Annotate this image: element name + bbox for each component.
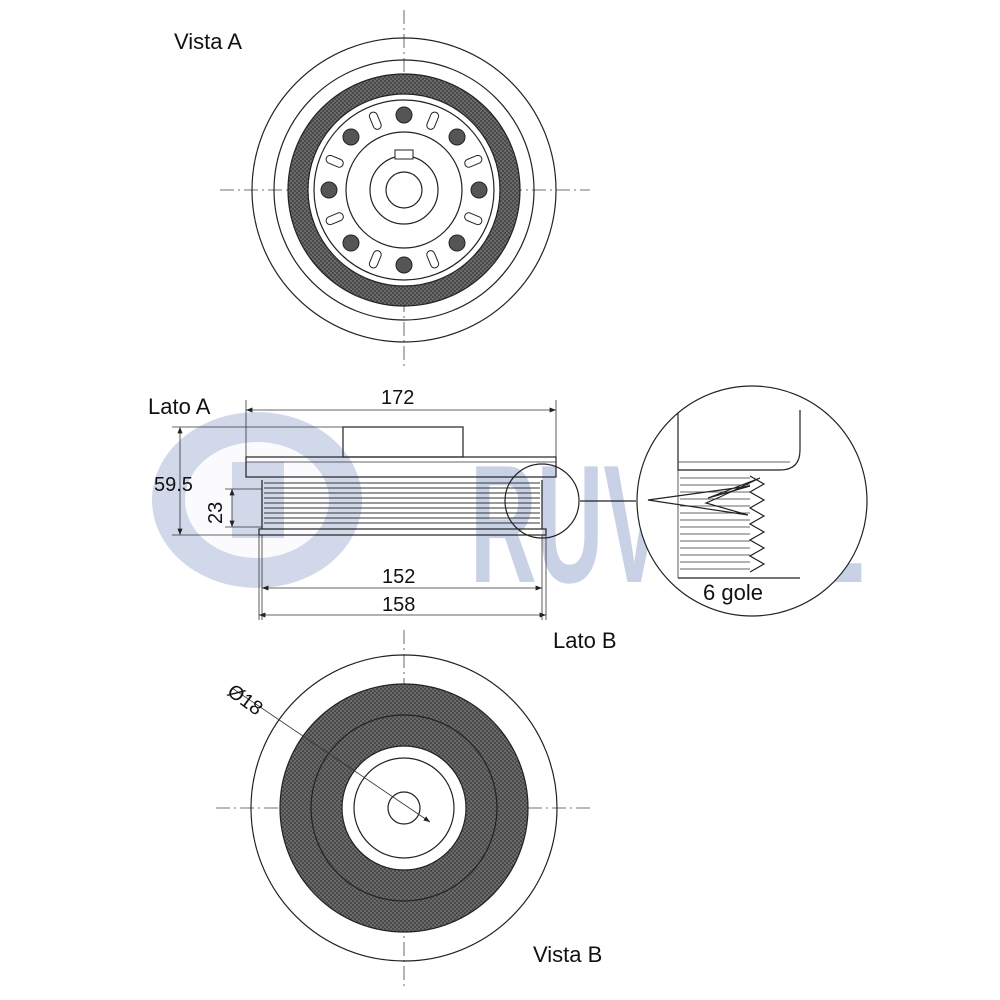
view-a-label: Vista A [174, 29, 242, 54]
dim-belt-width: 23 [205, 502, 227, 524]
side-b-label: Lato B [553, 628, 617, 653]
side-a-label: Lato A [148, 394, 211, 419]
dim-total-height: 59.5 [154, 474, 193, 496]
detail-view [636, 385, 868, 617]
slot-hole [368, 250, 382, 269]
groove-profile [748, 475, 766, 573]
slot-hole [426, 250, 440, 269]
slot-hole [368, 111, 382, 130]
slot-hole [325, 212, 344, 226]
mounting-hole [470, 181, 488, 199]
section-view [245, 426, 636, 539]
dim-bore-diameter: Ø18 [223, 680, 267, 720]
dimension-lines [172, 400, 557, 620]
slot-hole [426, 111, 440, 130]
slot-hole [464, 154, 483, 168]
slot-hole [325, 154, 344, 168]
mounting-hole [342, 128, 360, 146]
dim-outer-diameter: 172 [381, 387, 414, 409]
slot-hole [464, 212, 483, 226]
mounting-hole [395, 106, 413, 124]
view-b-drawing [216, 630, 590, 990]
mounting-hole [320, 181, 338, 199]
dim-groove-inner: 152 [382, 566, 415, 588]
mounting-hole [395, 256, 413, 274]
mounting-hole [342, 234, 360, 252]
dim-groove-outer: 158 [382, 594, 415, 616]
grooves-label: 6 gole [703, 580, 763, 605]
view-b-label: Vista B [533, 942, 602, 967]
view-a-drawing [220, 10, 590, 370]
mounting-hole [448, 234, 466, 252]
mounting-hole [448, 128, 466, 146]
